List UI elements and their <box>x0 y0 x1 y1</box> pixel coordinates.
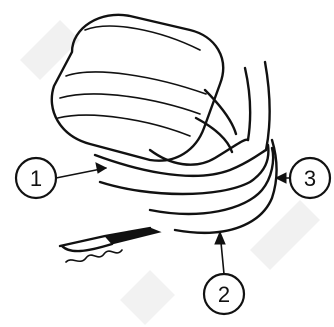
connector-ridge-2 <box>60 94 200 114</box>
callout-2-arrowhead <box>215 232 225 244</box>
connector-ridge-3 <box>58 115 190 136</box>
callout-2: 2 <box>204 232 244 314</box>
callout-2-label: 2 <box>218 282 230 307</box>
callout-1-arrowhead <box>96 163 106 173</box>
connector-outer <box>52 15 223 161</box>
watermark-mark <box>250 200 320 270</box>
callout-1: 1 <box>16 158 106 198</box>
tube-upper-inner <box>265 62 270 150</box>
watermark-mark <box>120 270 175 325</box>
callout-1-label: 1 <box>30 166 42 191</box>
tube-upper-outer <box>245 68 250 140</box>
connector-top-ridge <box>85 26 200 50</box>
connector-ridge-1 <box>66 72 206 94</box>
probe-tool <box>60 228 160 262</box>
callout-3-label: 3 <box>304 166 316 191</box>
connector-block <box>52 15 236 161</box>
callout-3: 3 <box>276 158 330 198</box>
